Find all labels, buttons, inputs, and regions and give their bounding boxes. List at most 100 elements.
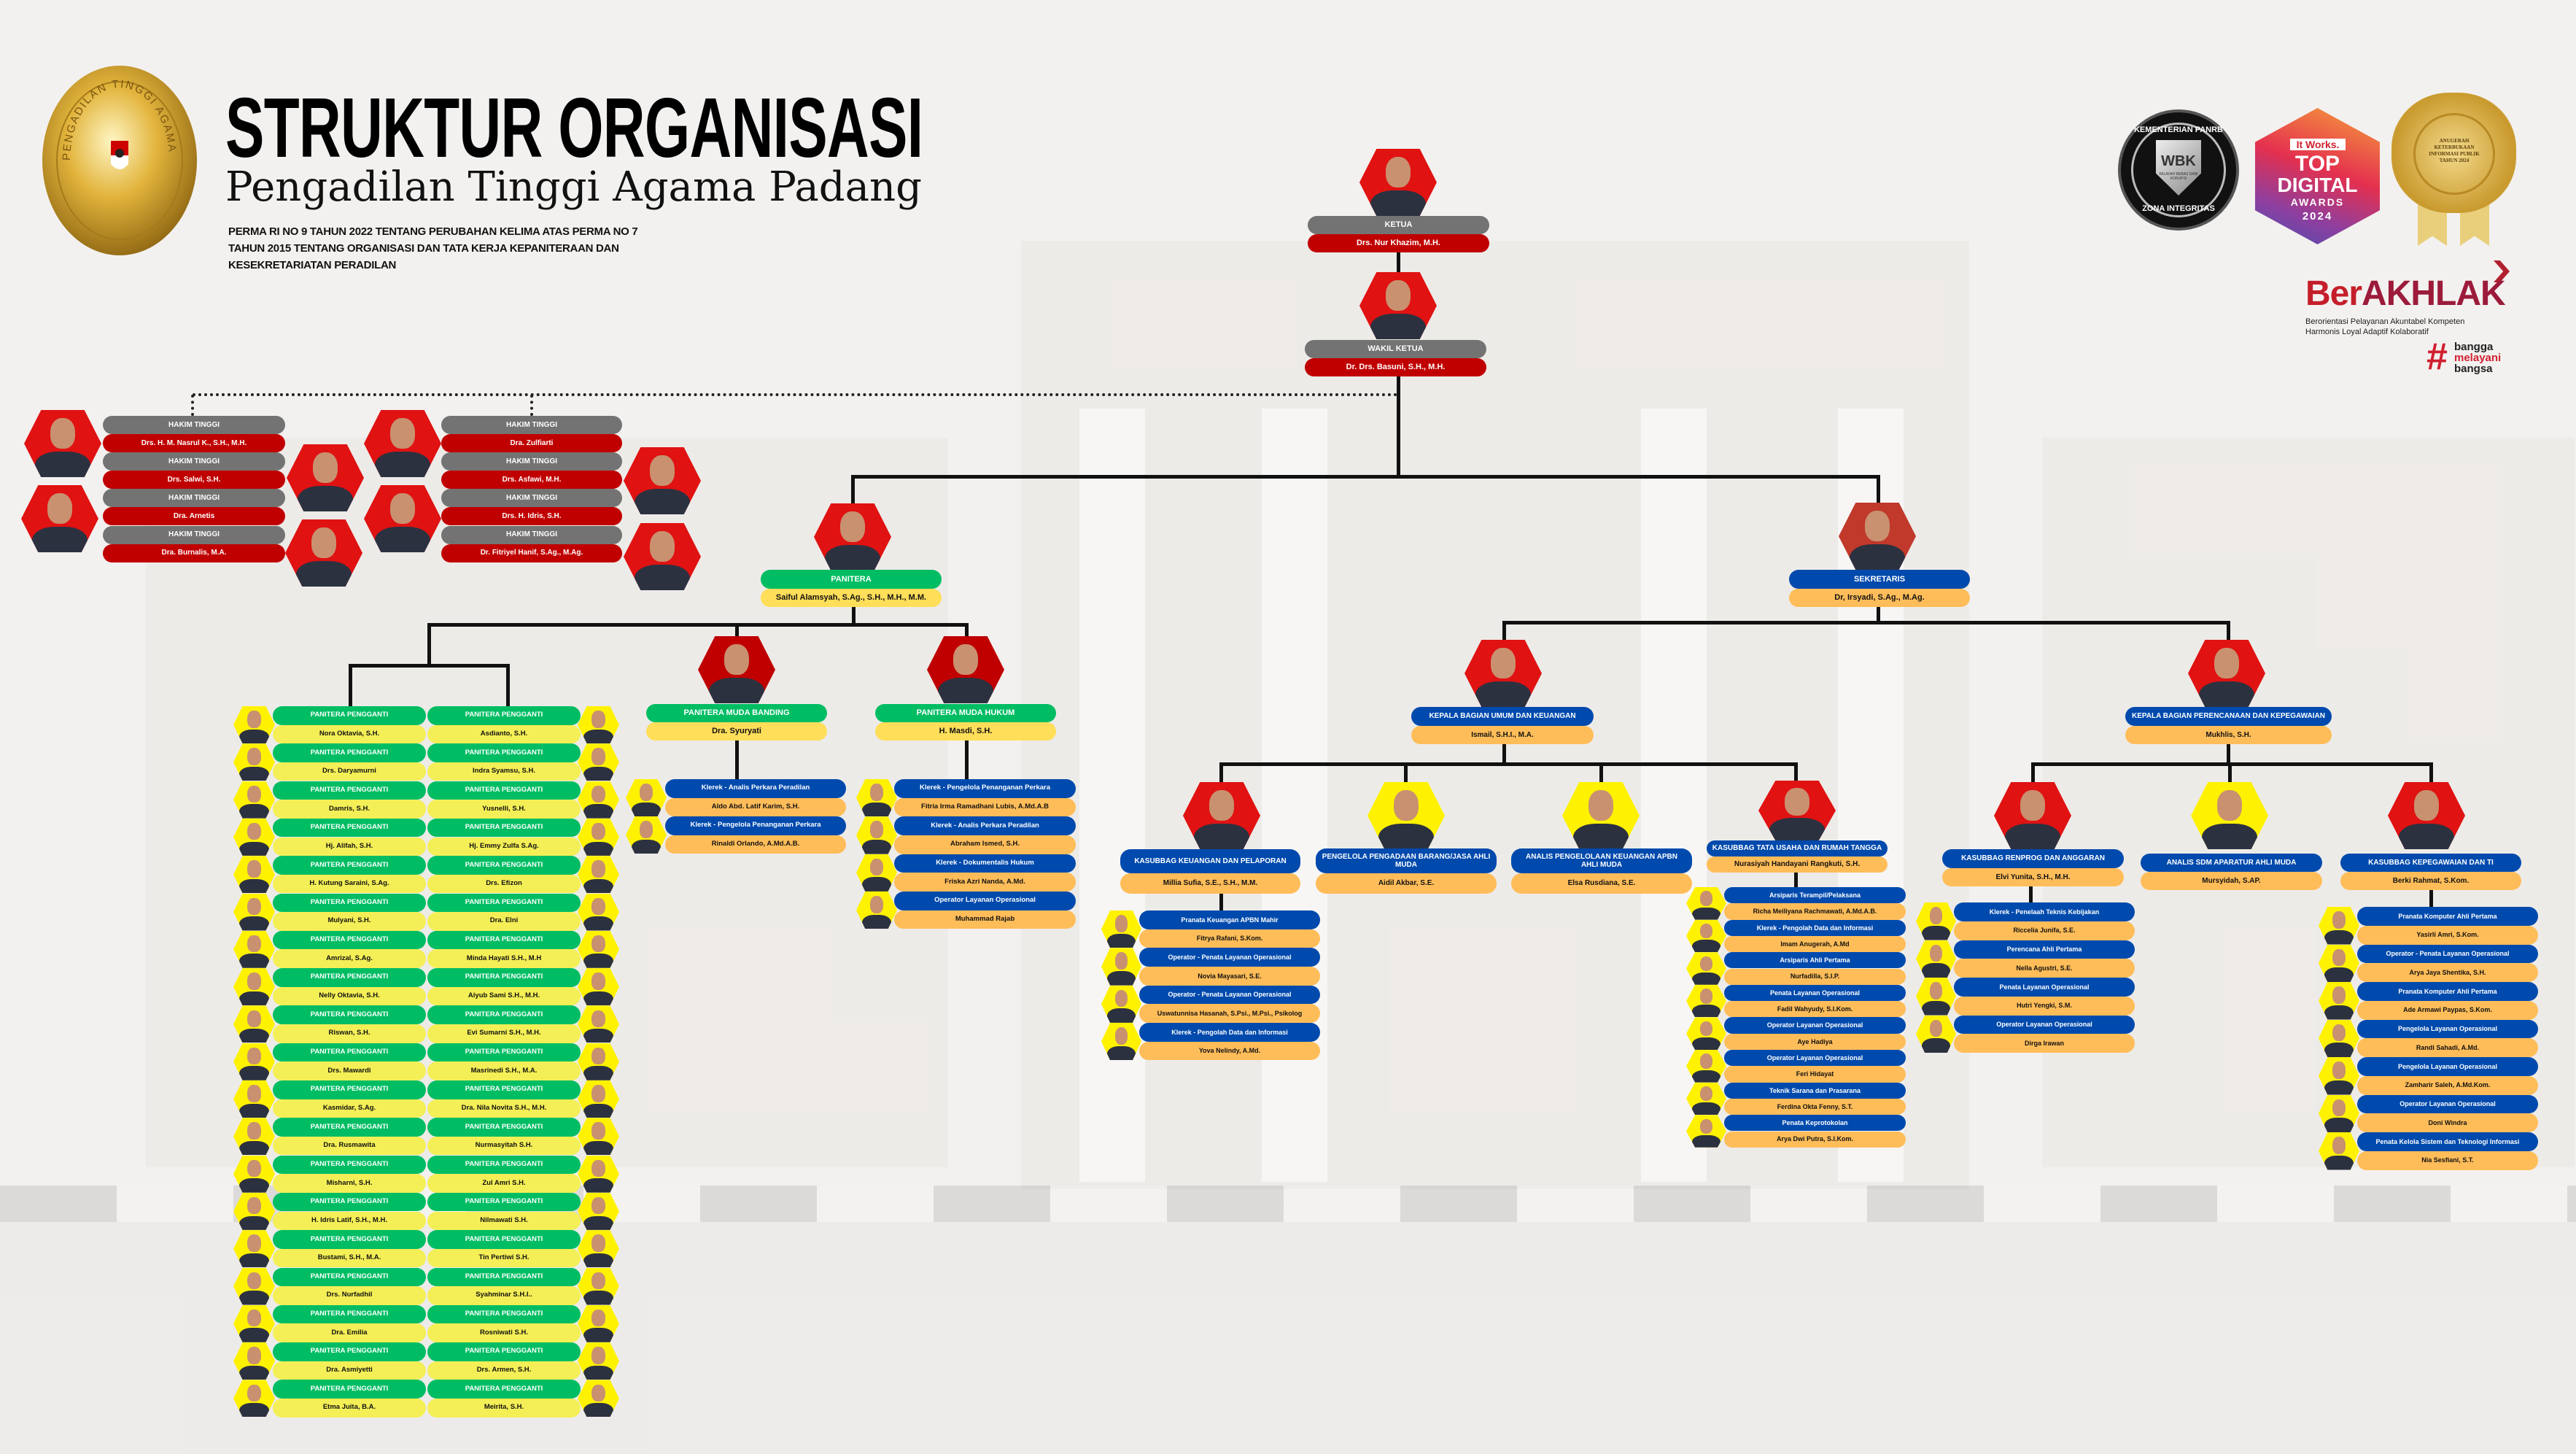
staff-role: Klerek - Pengelola Penanganan Perkara — [894, 779, 1076, 798]
staff-name: Richa Meiliyana Rachmawati, A.Md.A.B. — [1724, 903, 1906, 920]
panitera-pengganti-role: PANITERA PENGGANTI — [427, 818, 581, 838]
kabag-umum-name: Ismail, S.H.I., M.A. — [1411, 726, 1594, 744]
panitera-pengganti-name: Yusnelli, S.H. — [427, 800, 581, 819]
photo-hexagon — [856, 816, 897, 854]
panitera-pengganti-name: Asdianto, S.H. — [427, 724, 581, 744]
person-photo — [2319, 982, 2359, 1020]
connector-line — [1397, 376, 1400, 476]
panitera-pengganti-role: PANITERA PENGGANTI — [273, 1230, 426, 1249]
hakim-tinggi-role: HAKIM TINGGI — [441, 489, 622, 508]
connector-line — [1877, 607, 1880, 622]
staff-name: Nia Sesfiani, S.T. — [2357, 1151, 2538, 1170]
photo-hexagon — [233, 930, 275, 968]
panitera-pengganti-name: Dra. Emilia — [273, 1323, 426, 1342]
photo-hexagon — [2319, 907, 2359, 945]
panitera-pengganti-role: PANITERA PENGGANTI — [273, 893, 426, 913]
wbk-zona-integritas-badge: KEMENTERIAN PANRB WBK WILAYAH BEBAS DARI… — [2118, 109, 2239, 231]
panitera-pengganti-name: Minda Hayati S.H., M.H — [427, 949, 581, 968]
person-photo — [1686, 952, 1726, 985]
person-photo — [233, 706, 275, 743]
panitera-pengganti-name: Drs. Nurfadhil — [273, 1286, 426, 1305]
panitera-pengganti-name: H. Idris Latif, S.H., M.H. — [273, 1211, 426, 1231]
person-photo — [578, 968, 619, 1006]
panitera-pengganti-role: PANITERA PENGGANTI — [273, 1267, 426, 1287]
photo-hexagon — [578, 1267, 619, 1305]
hakim-tinggi-role: HAKIM TINGGI — [441, 452, 622, 471]
staff-name: Doni Windra — [2357, 1113, 2538, 1132]
dotted-connector — [191, 395, 194, 416]
photo-hexagon — [626, 779, 667, 816]
photo-hexagon — [233, 1043, 275, 1080]
panmud-banding-role: PANITERA MUDA BANDING — [646, 704, 827, 722]
staff-name: Dirga Irawan — [1954, 1034, 2135, 1053]
person-photo — [2191, 782, 2268, 849]
panitera-pengganti-name: Dra. Rusmawita — [273, 1136, 426, 1156]
connector-line — [1219, 762, 1798, 766]
person-photo — [626, 816, 667, 854]
panitera-pengganti-name: Indra Syamsu, S.H. — [427, 762, 581, 781]
connector-line — [1877, 476, 1880, 503]
photo-hexagon — [578, 818, 619, 856]
staff-name: Zamharir Saleh, A.Md.Kom. — [2357, 1075, 2538, 1095]
staff-name: Riccelia Junifa, S.E. — [1954, 921, 2135, 940]
photo-hexagon — [1686, 1082, 1726, 1115]
wbk-ring-bottom: ZONA INTEGRITAS — [2142, 204, 2215, 213]
connector-line — [1502, 621, 2230, 624]
panitera-pengganti-name: Nora Oktavia, S.H. — [273, 724, 426, 744]
berakhlak-values-line-2: Harmonis Loyal Adaptif Kolaboratif — [2305, 328, 2429, 336]
person-photo — [578, 706, 619, 743]
hashtag-word-bangsa: bangsa — [2454, 363, 2493, 375]
person-photo — [578, 1118, 619, 1156]
staff-role: Pranata Komputer Ahli Pertama — [2357, 982, 2538, 1001]
connector-line — [735, 740, 739, 779]
panitera-pengganti-name: Nurmasyitah S.H. — [427, 1136, 581, 1156]
photo-hexagon — [233, 706, 275, 743]
photo-hexagon — [1916, 940, 1956, 978]
photo-hexagon — [624, 523, 701, 590]
hakim-tinggi-name: Dra. Burnalis, M.A. — [103, 544, 285, 562]
panitera-pengganti-role: PANITERA PENGGANTI — [427, 1080, 581, 1099]
person-photo — [233, 856, 275, 894]
photo-hexagon — [233, 1304, 275, 1342]
person-photo — [1916, 978, 1956, 1016]
kabag-umum-role: KEPALA BAGIAN UMUM DAN KEUANGAN — [1411, 707, 1594, 726]
staff-name: Muhammad Rajab — [894, 910, 1076, 929]
photo-hexagon — [1367, 782, 1445, 849]
photo-hexagon — [2319, 982, 2359, 1020]
panitera-pengganti-role: PANITERA PENGGANTI — [427, 1043, 581, 1062]
photo-hexagon — [578, 1192, 619, 1230]
panitera-pengganti-role: PANITERA PENGGANTI — [273, 1155, 426, 1175]
person-photo — [578, 781, 619, 819]
panitera-pengganti-role: PANITERA PENGGANTI — [273, 856, 426, 875]
person-photo — [578, 819, 619, 856]
staff-role: Operator Layanan Operasional — [1954, 1015, 2135, 1035]
person-photo — [1686, 1083, 1726, 1115]
photo-hexagon — [578, 1005, 619, 1043]
person-photo — [624, 447, 701, 514]
keterbukaan-informasi-medal: ANUGERAH KETERBUKAAN INFORMASI PUBLIK TA… — [2391, 93, 2516, 247]
photo-hexagon — [578, 1380, 619, 1418]
person-photo — [626, 779, 667, 816]
regulation-line-1: PERMA RI NO 9 TAHUN 2022 TENTANG PERUBAH… — [228, 225, 638, 238]
staff-name: Novia Mayasari, S.E. — [1139, 966, 1320, 986]
person-photo — [233, 894, 275, 931]
photo-hexagon — [233, 781, 275, 819]
photo-hexagon — [233, 1380, 275, 1418]
staff-role: Arsiparis Ahli Pertama — [1724, 952, 1906, 969]
staff-name: Feri Hidayat — [1724, 1066, 1906, 1083]
panitera-pengganti-role: PANITERA PENGGANTI — [273, 818, 426, 838]
kasubbag-keuangan-name: Millia Sufia, S.E., S.H., M.M. — [1120, 873, 1300, 894]
photo-hexagon — [233, 818, 275, 856]
connector-line — [1794, 764, 1798, 782]
connector-line — [852, 607, 856, 624]
panitera-pengganti-name: Masrinedi S.H., M.A. — [427, 1062, 581, 1080]
photo-hexagon — [287, 444, 364, 511]
photo-hexagon — [24, 410, 101, 477]
photo-hexagon — [578, 930, 619, 968]
hakim-tinggi-role: HAKIM TINGGI — [441, 525, 622, 544]
photo-hexagon — [1101, 1022, 1141, 1061]
hakim-tinggi-role: HAKIM TINGGI — [103, 525, 285, 544]
panitera-pengganti-name: Hj. Emmy Zulfa S.Ag. — [427, 837, 581, 856]
photo-hexagon — [578, 1342, 619, 1380]
ketua-name: Drs. Nur Khazim, M.H. — [1308, 234, 1489, 252]
